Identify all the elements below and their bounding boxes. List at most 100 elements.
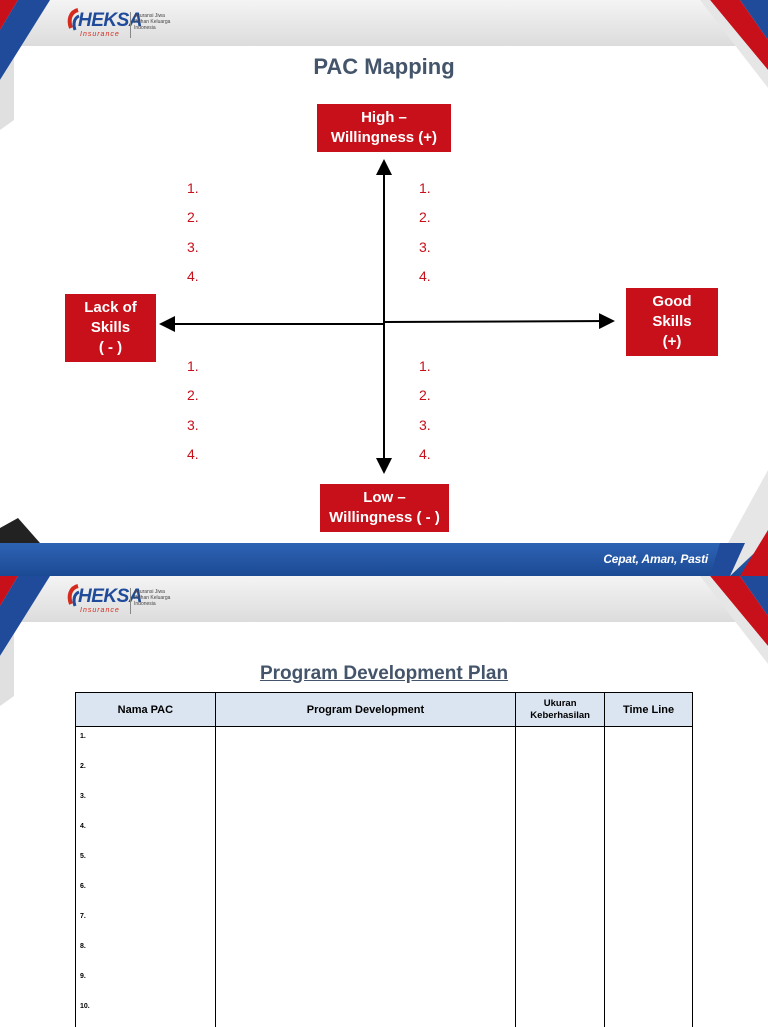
heksa-logo-icon	[67, 584, 80, 607]
logo-tagline-line: Pilihan Keluarga	[134, 595, 171, 601]
footer-right-decoration	[710, 470, 768, 576]
logo-name: HEKSA	[78, 10, 143, 31]
row-number-cell[interactable]: 10.	[75, 996, 216, 1027]
program-development-table: Nama PAC Program Development Ukuran Kebe…	[75, 692, 693, 1027]
logo-tagline-line: Pilihan Keluarga	[134, 19, 171, 25]
pac-mapping-slide: HEKSA Insurance Asuransi Jiwa Pilihan Ke…	[0, 0, 768, 576]
left-corner-decoration	[0, 576, 50, 706]
column-header: Program Development	[214, 692, 517, 727]
table-cell[interactable]	[515, 756, 606, 787]
table-cell[interactable]	[604, 966, 693, 997]
table-cell[interactable]	[604, 876, 693, 907]
table-cell[interactable]	[604, 786, 693, 817]
list-item: 4.	[187, 445, 199, 462]
table-cell[interactable]	[214, 846, 517, 877]
table-row: 5.	[75, 846, 693, 877]
list-item: 1.	[187, 180, 199, 196]
table-cell[interactable]	[515, 876, 606, 907]
quadrant-bottom-left-list: 1. 2. 3. 4.	[187, 358, 199, 475]
list-item: 1.	[419, 180, 431, 196]
row-number-cell[interactable]: 4.	[75, 816, 216, 847]
list-item: 1.	[187, 358, 199, 374]
table-row: 4.	[75, 816, 693, 847]
row-number-cell[interactable]: 9.	[75, 966, 216, 997]
logo-tagline-line: Indonesia	[134, 601, 156, 607]
table-cell[interactable]	[515, 786, 606, 817]
table-cell[interactable]	[515, 816, 606, 847]
page-title: Program Development Plan	[259, 663, 509, 684]
quadrant-top-right-list: 1. 2. 3. 4.	[419, 180, 431, 297]
table-cell[interactable]	[214, 816, 517, 847]
good-skills-label: Good Skills (+)	[626, 288, 718, 356]
quadrant-axes	[159, 159, 615, 474]
left-corner-decoration	[0, 0, 50, 130]
table-row: 7.	[75, 906, 693, 937]
row-number-cell[interactable]: 2.	[75, 756, 216, 787]
table-cell[interactable]	[515, 726, 606, 757]
logo-sub: Insurance	[80, 607, 120, 614]
right-corner-decoration	[700, 0, 768, 88]
table-row: 10.	[75, 996, 693, 1027]
row-number-cell[interactable]: 8.	[75, 936, 216, 967]
table-cell[interactable]	[604, 756, 693, 787]
table-cell[interactable]	[604, 936, 693, 967]
list-item: 2.	[187, 209, 199, 226]
table-row: 6.	[75, 876, 693, 907]
table-cell[interactable]	[515, 966, 606, 997]
table-cell[interactable]	[604, 816, 693, 847]
table-cell[interactable]	[214, 906, 517, 937]
table-cell[interactable]	[214, 786, 517, 817]
table-cell[interactable]	[214, 756, 517, 787]
list-item: 2.	[187, 387, 199, 404]
row-number-cell[interactable]: 6.	[75, 876, 216, 907]
list-item: 3.	[187, 416, 199, 433]
list-item: 3.	[419, 416, 431, 433]
low-willingness-label: Low – Willingness ( - )	[320, 484, 449, 532]
logo-sub: Insurance	[80, 31, 120, 38]
logo-divider	[130, 12, 131, 38]
list-item: 3.	[419, 238, 431, 255]
table-row: 8.	[75, 936, 693, 967]
table-cell[interactable]	[214, 726, 517, 757]
quadrant-top-left-list: 1. 2. 3. 4.	[187, 180, 199, 297]
row-number-cell[interactable]: 5.	[75, 846, 216, 877]
row-number-cell[interactable]: 1.	[75, 726, 216, 757]
table-body: 1.2.3.4.5.6.7.8.9.10.	[75, 726, 693, 1027]
table-cell[interactable]	[515, 936, 606, 967]
table-cell[interactable]	[604, 996, 693, 1027]
logo-tagline-line: Asuransi Jiwa	[134, 589, 165, 595]
lack-of-skills-label: Lack of Skills ( - )	[65, 294, 156, 362]
table-cell[interactable]	[214, 966, 517, 997]
table-cell[interactable]	[604, 846, 693, 877]
table-cell[interactable]	[515, 996, 606, 1027]
table-cell[interactable]	[604, 726, 693, 757]
table-cell[interactable]	[604, 906, 693, 937]
table-cell[interactable]	[214, 876, 517, 907]
logo-name: HEKSA	[78, 586, 143, 607]
list-item: 2.	[419, 387, 431, 404]
table-cell[interactable]	[214, 936, 517, 967]
table-cell[interactable]	[214, 996, 517, 1027]
table-cell[interactable]	[515, 906, 606, 937]
quadrant-bottom-right-list: 1. 2. 3. 4.	[419, 358, 431, 475]
table-row: 3.	[75, 786, 693, 817]
list-item: 2.	[419, 209, 431, 226]
logo-divider	[130, 588, 131, 614]
column-header: Nama PAC	[75, 692, 216, 727]
list-item: 4.	[419, 267, 431, 284]
list-item: 1.	[419, 358, 431, 374]
column-header: Time Line	[604, 692, 693, 727]
row-number-cell[interactable]: 7.	[75, 906, 216, 937]
table-row: 9.	[75, 966, 693, 997]
table-row: 1.	[75, 726, 693, 757]
list-item: 4.	[419, 445, 431, 462]
table-cell[interactable]	[515, 846, 606, 877]
table-row: 2.	[75, 756, 693, 787]
logo-tagline: Asuransi Jiwa Pilihan Keluarga Indonesia	[134, 589, 194, 607]
row-number-cell[interactable]: 3.	[75, 786, 216, 817]
header-band	[0, 576, 768, 622]
table-header-row: Nama PAC Program Development Ukuran Kebe…	[75, 692, 693, 727]
right-arrow	[383, 313, 615, 330]
logo-tagline: Asuransi Jiwa Pilihan Keluarga Indonesia	[134, 13, 194, 31]
list-item: 4.	[187, 267, 199, 284]
